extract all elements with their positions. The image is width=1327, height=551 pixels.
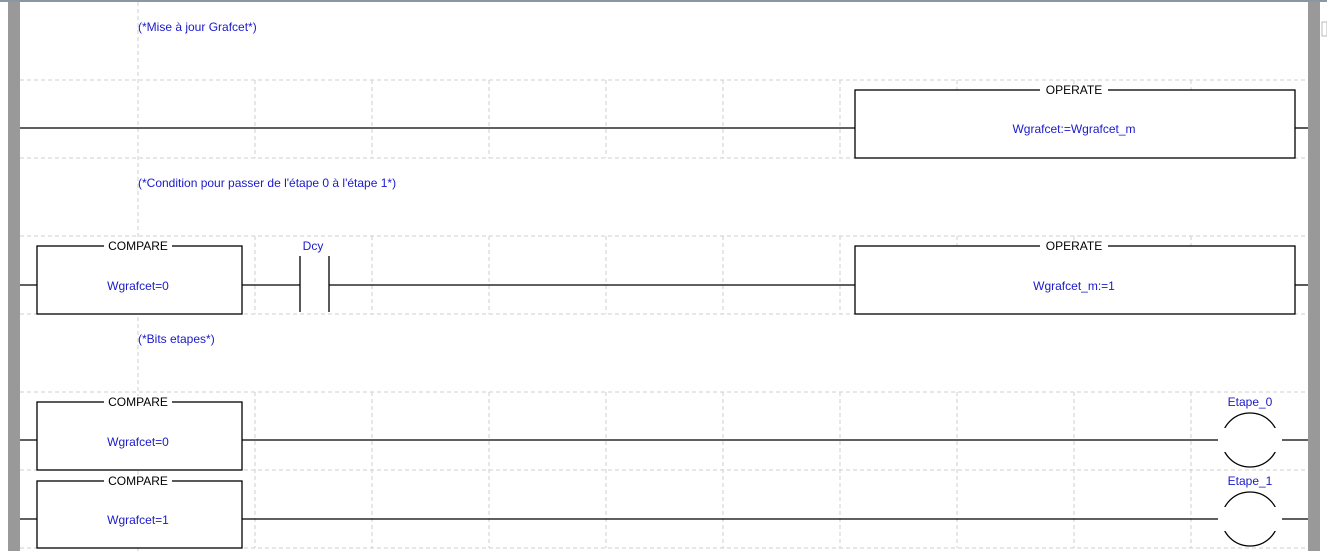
operate-block[interactable] <box>854 89 1296 159</box>
coil-label: Etape_1 <box>1228 474 1273 488</box>
scrollbar-fragment[interactable] <box>1321 21 1327 37</box>
coil-label: Etape_0 <box>1228 395 1273 409</box>
rung-4[interactable]: COMPARE Wgrafcet=1 Etape_1 <box>20 474 1308 549</box>
contact-label: Dcy <box>303 239 324 253</box>
compare-title: COMPARE <box>108 239 168 253</box>
contact-dcy[interactable] <box>299 256 330 312</box>
compare-block[interactable] <box>36 401 243 471</box>
rung-2[interactable]: COMPARE Wgrafcet=0 Dcy OPERATE Wgrafcet_… <box>20 239 1308 315</box>
operate-title: OPERATE <box>1046 83 1102 97</box>
compare-expression: Wgrafcet=1 <box>107 513 169 527</box>
top-border <box>0 0 1327 2</box>
rung-3[interactable]: COMPARE Wgrafcet=0 Etape_0 <box>20 395 1308 471</box>
operate-block[interactable] <box>854 245 1296 315</box>
compare-block[interactable] <box>36 245 243 315</box>
comment-bits-etapes[interactable]: (*Bits etapes*) <box>138 332 215 346</box>
comment-mise-a-jour[interactable]: (*Mise à jour Grafcet*) <box>138 20 257 34</box>
operate-title: OPERATE <box>1046 239 1102 253</box>
operate-expression: Wgrafcet:=Wgrafcet_m <box>1012 122 1135 136</box>
left-power-rail <box>8 2 20 551</box>
operate-expression: Wgrafcet_m:=1 <box>1033 279 1115 293</box>
compare-expression: Wgrafcet=0 <box>107 435 169 449</box>
compare-expression: Wgrafcet=0 <box>107 279 169 293</box>
compare-block[interactable] <box>36 480 243 549</box>
comment-condition[interactable]: (*Condition pour passer de l'étape 0 à l… <box>138 176 396 190</box>
right-power-rail <box>1308 2 1320 551</box>
compare-title: COMPARE <box>108 395 168 409</box>
compare-title: COMPARE <box>108 474 168 488</box>
rung-1[interactable]: OPERATE Wgrafcet:=Wgrafcet_m <box>20 83 1308 159</box>
